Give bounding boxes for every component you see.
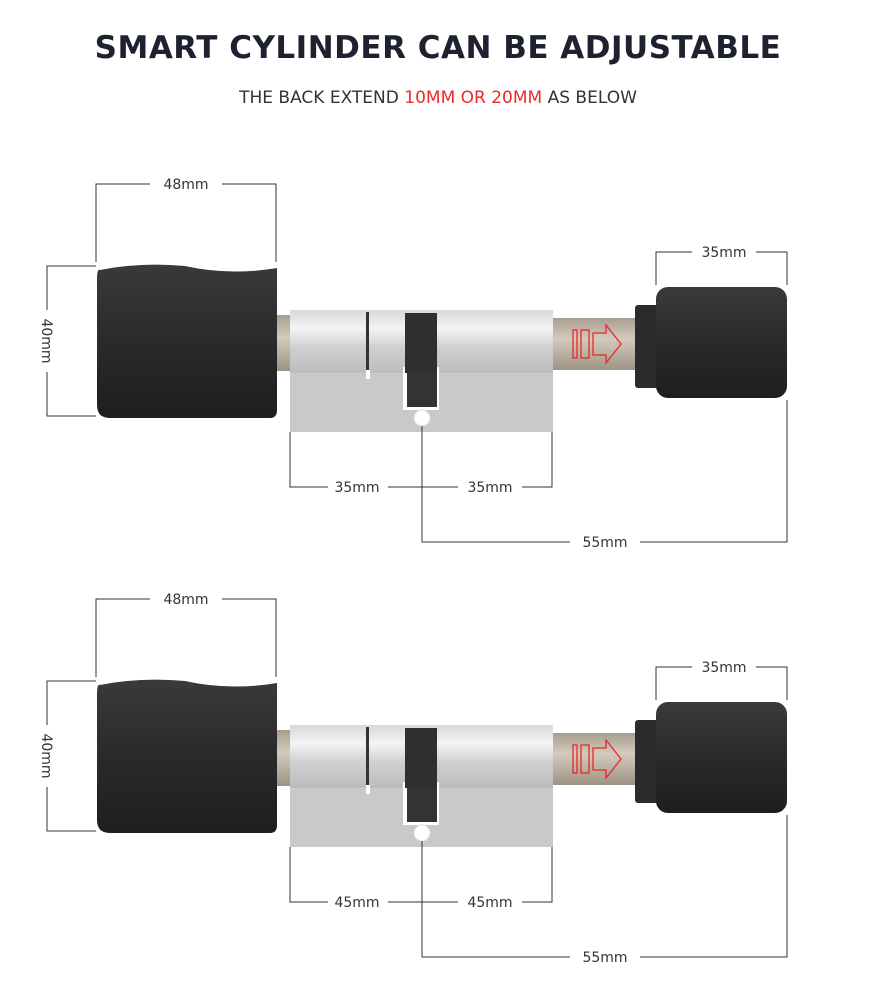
diagram-10mm: 48mm 40mm 35mm 35mm 35mm 55mm xyxy=(38,177,788,551)
page-title: SMART CYLINDER CAN BE ADJUSTABLE xyxy=(94,30,782,66)
back-knob-width-label: 35mm xyxy=(701,660,746,676)
back-length-label: 45mm xyxy=(467,895,512,911)
knob-width-label: 48mm xyxy=(163,592,208,608)
back-extension-label: 55mm xyxy=(582,950,627,966)
front-length-label: 35mm xyxy=(334,480,379,496)
subtitle-prefix: THE BACK EXTEND xyxy=(239,88,405,108)
knob-height-label: 40mm xyxy=(38,318,54,363)
back-knob-width-label: 35mm xyxy=(701,245,746,261)
subtitle-highlight: 10MM OR 20MM xyxy=(404,88,543,108)
back-extension-label: 55mm xyxy=(582,535,627,551)
page-subtitle: THE BACK EXTEND 10MM OR 20MM AS BELOW xyxy=(0,88,876,108)
knob-width-label: 48mm xyxy=(163,177,208,193)
cylinder-lock-image xyxy=(96,264,788,433)
back-length-label: 35mm xyxy=(467,480,512,496)
diagram-20mm: 48mm 40mm 35mm 45mm 45mm 55mm xyxy=(38,592,788,966)
knob-height-label: 40mm xyxy=(38,733,54,778)
subtitle-suffix: AS BELOW xyxy=(542,88,637,108)
front-length-label: 45mm xyxy=(334,895,379,911)
cylinder-lock-image xyxy=(96,679,788,848)
